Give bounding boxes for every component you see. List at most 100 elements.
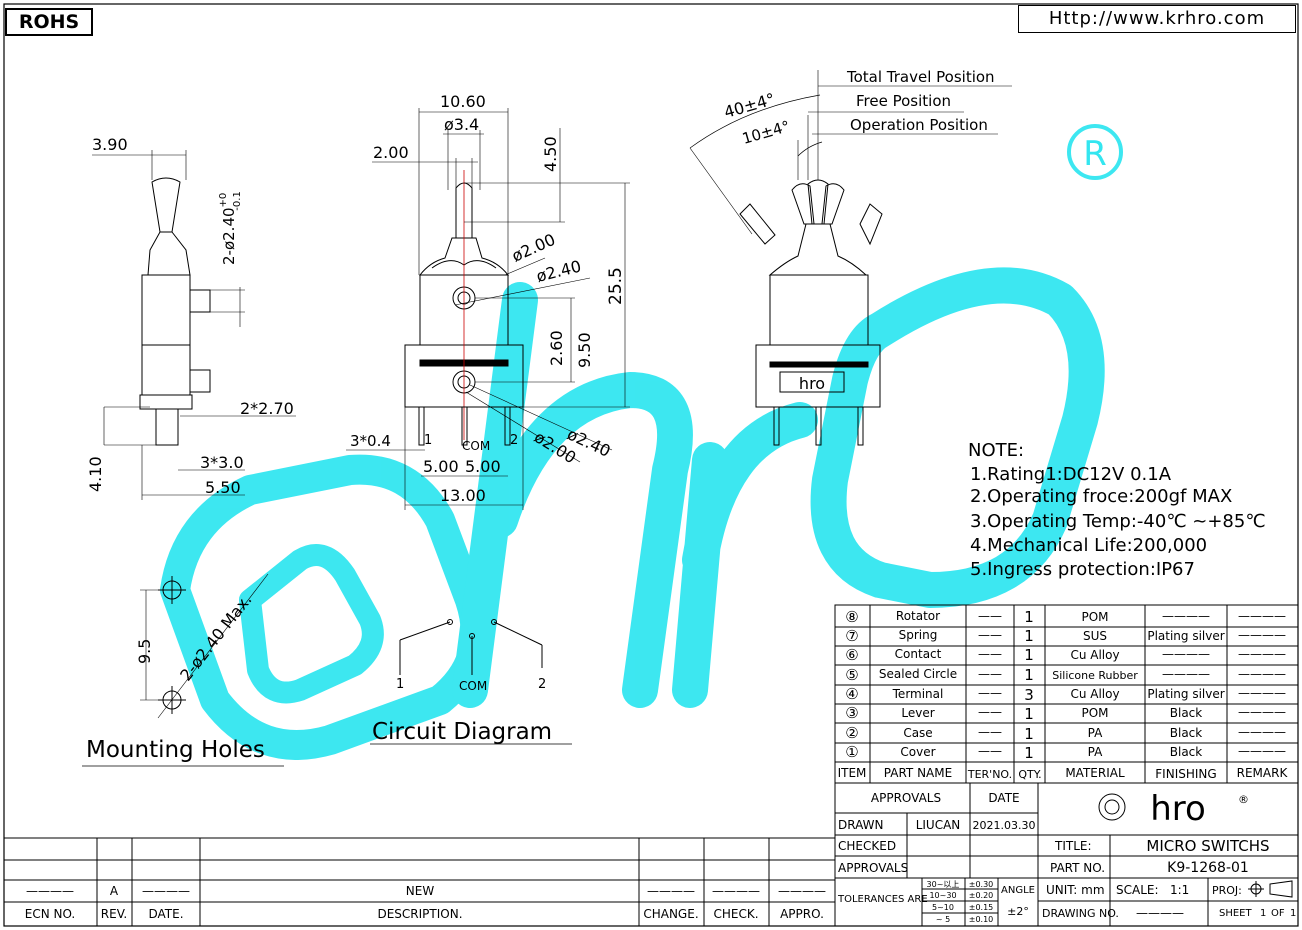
website-url[interactable]: Http://www.krhro.com bbox=[1018, 5, 1296, 33]
front-view bbox=[346, 108, 630, 510]
tb-checked-label: CHECKED bbox=[838, 839, 896, 853]
watermark-letter-r bbox=[672, 402, 818, 708]
dim-angle-40: 40±4° bbox=[722, 89, 777, 122]
svg-text:Plating silver: Plating silver bbox=[1147, 687, 1224, 701]
svg-text:——: —— bbox=[978, 609, 1002, 623]
svg-text:Black: Black bbox=[1170, 726, 1203, 740]
tb-tol-value-2: ±0.20 bbox=[969, 891, 994, 900]
rev-appro-header: APPRO. bbox=[780, 907, 824, 921]
dim-front-5-00-right: 5.00 bbox=[465, 457, 501, 476]
note-2: 2.Operating froce:200gf MAX bbox=[970, 486, 1232, 507]
tb-tol-value-4: ±0.10 bbox=[969, 915, 994, 924]
note-1: 1.Rating1:DC12V 0.1A bbox=[970, 464, 1172, 485]
svg-text:————: ———— bbox=[1162, 609, 1210, 623]
dim-side-3-90: 3.90 bbox=[92, 135, 128, 154]
tb-partno-label: PART NO. bbox=[1050, 861, 1105, 875]
note-4: 4.Mechanical Life:200,000 bbox=[970, 535, 1207, 556]
svg-text:①: ① bbox=[845, 743, 858, 761]
rev-rev-value: A bbox=[110, 884, 119, 898]
circuit-terminal-com: COM bbox=[459, 679, 487, 693]
bom-row: ⑧ Rotator —— 1 POM ———— ———— bbox=[845, 608, 1286, 626]
rev-check-header: CHECK. bbox=[713, 907, 758, 921]
svg-text:Black: Black bbox=[1170, 706, 1203, 720]
watermark-registered-circle bbox=[1067, 124, 1123, 180]
mounting-holes-caption: Mounting Holes bbox=[86, 737, 265, 763]
tb-angle-value: ±2° bbox=[1007, 905, 1029, 918]
angle-lever-left-a bbox=[791, 183, 815, 225]
tb-sheet-label: SHEET bbox=[1219, 908, 1253, 919]
bom-row: ② Case —— 1 PA Black ———— bbox=[845, 724, 1286, 743]
notes-title: NOTE: bbox=[968, 440, 1024, 461]
tb-sheet-value: 1 bbox=[1260, 908, 1266, 919]
angle-terminal-2 bbox=[857, 406, 864, 446]
svg-text:⑤: ⑤ bbox=[845, 666, 858, 684]
front-terminal-label-2: 2 bbox=[510, 433, 518, 448]
svg-text:——: —— bbox=[978, 744, 1002, 758]
tb-approvals-label: APPROVALS bbox=[838, 861, 908, 875]
tb-tol-value-1: ±0.30 bbox=[969, 880, 994, 889]
tb-logo-text: hro bbox=[1150, 789, 1206, 829]
side-lever bbox=[151, 177, 181, 233]
svg-text:——: —— bbox=[978, 647, 1002, 661]
svg-text:MATERIAL: MATERIAL bbox=[1065, 766, 1125, 780]
tb-scale-label: SCALE: bbox=[1116, 883, 1159, 897]
svg-text:Lever: Lever bbox=[901, 706, 934, 720]
tb-sheet-total: 1 bbox=[1290, 908, 1296, 919]
svg-text:Black: Black bbox=[1170, 745, 1203, 759]
mount-spacing: 9.5 bbox=[135, 639, 154, 664]
svg-text:Sealed Circle: Sealed Circle bbox=[879, 667, 957, 681]
front-terminal-2 bbox=[504, 406, 511, 446]
rev-change-header: CHANGE. bbox=[643, 907, 698, 921]
svg-text:TER'NO.: TER'NO. bbox=[967, 768, 1012, 781]
svg-text:————: ———— bbox=[1238, 647, 1286, 661]
angle-arc-40 bbox=[689, 94, 821, 149]
svg-text:1: 1 bbox=[1024, 627, 1034, 645]
dim-front-2-00: 2.00 bbox=[373, 143, 409, 162]
svg-text:Rotator: Rotator bbox=[896, 609, 940, 623]
note-5: 5.Ingress protection:IP67 bbox=[970, 559, 1195, 580]
front-terminal-label-1: 1 bbox=[424, 433, 432, 448]
tb-tol-value-3: ±0.15 bbox=[969, 903, 994, 912]
tb-tol-range-1: 30~以上 bbox=[927, 880, 960, 889]
rev-rev-header: REV. bbox=[101, 907, 127, 921]
svg-text:————: ———— bbox=[1238, 628, 1286, 642]
title-logo-mark bbox=[1098, 793, 1126, 821]
tb-tolerances-label: TOLERANCES ARE bbox=[837, 894, 928, 905]
bom-header-row: ITEM PART NAME TER'NO. QTY. MATERIAL FIN… bbox=[838, 766, 1289, 781]
svg-text:1: 1 bbox=[1024, 744, 1034, 762]
tb-approvals-header: APPROVALS bbox=[871, 791, 941, 805]
rev-date-value: ———— bbox=[142, 884, 190, 898]
dim-side-5-50: 5.50 bbox=[205, 478, 241, 497]
dim-side-3x3-0: 3*3.0 bbox=[200, 453, 244, 472]
tb-tol-range-4: ~ 5 bbox=[936, 915, 950, 924]
svg-text:REMARK: REMARK bbox=[1237, 766, 1289, 780]
dim-front-13-00: 13.00 bbox=[440, 486, 486, 505]
svg-text:⑦: ⑦ bbox=[845, 627, 858, 645]
svg-text:④: ④ bbox=[845, 685, 858, 703]
tb-logo-registered: ® bbox=[1238, 793, 1249, 806]
svg-text:ITEM: ITEM bbox=[838, 766, 867, 780]
dim-front-25-5: 25.5 bbox=[606, 267, 626, 305]
svg-text:FINISHING: FINISHING bbox=[1155, 767, 1216, 781]
angle-cover-strip bbox=[769, 361, 869, 368]
svg-text:————: ———— bbox=[1238, 744, 1286, 758]
bom-rows: ⑧ Rotator —— 1 POM ———— ———— ⑦ Spring ——… bbox=[838, 608, 1289, 781]
note-3: 3.Operating Temp:-40℃ ~+85℃ bbox=[970, 511, 1266, 532]
dim-side-lever-diameter: 2-ø2.40+0-0.1 bbox=[218, 191, 243, 265]
bom-row: ④ Terminal —— 3 Cu Alloy Plating silver … bbox=[845, 685, 1286, 704]
svg-text:——: —— bbox=[978, 705, 1002, 719]
tb-drawing-no-value: ———— bbox=[1136, 906, 1184, 920]
label-operation-position: Operation Position bbox=[850, 116, 988, 134]
svg-text:SUS: SUS bbox=[1083, 629, 1107, 643]
title-block-text: APPROVALS DATE DRAWN LIUCAN 2021.03.30 C… bbox=[837, 789, 1296, 924]
svg-text:②: ② bbox=[845, 724, 858, 742]
bom-row: ⑤ Sealed Circle —— 1 Silicone Rubber ———… bbox=[845, 666, 1286, 684]
svg-text:——: —— bbox=[978, 686, 1002, 700]
svg-text:POM: POM bbox=[1081, 706, 1108, 720]
dim-front-dia-2-40-top: ø2.40 bbox=[534, 256, 583, 285]
tb-drawn-label: DRAWN bbox=[838, 818, 884, 832]
tb-tol-range-2: 10~30 bbox=[929, 891, 956, 900]
angle-lever-right-a bbox=[821, 183, 845, 225]
svg-text:Cu Alloy: Cu Alloy bbox=[1070, 648, 1119, 662]
dim-angle-10: 10±4° bbox=[740, 117, 792, 148]
